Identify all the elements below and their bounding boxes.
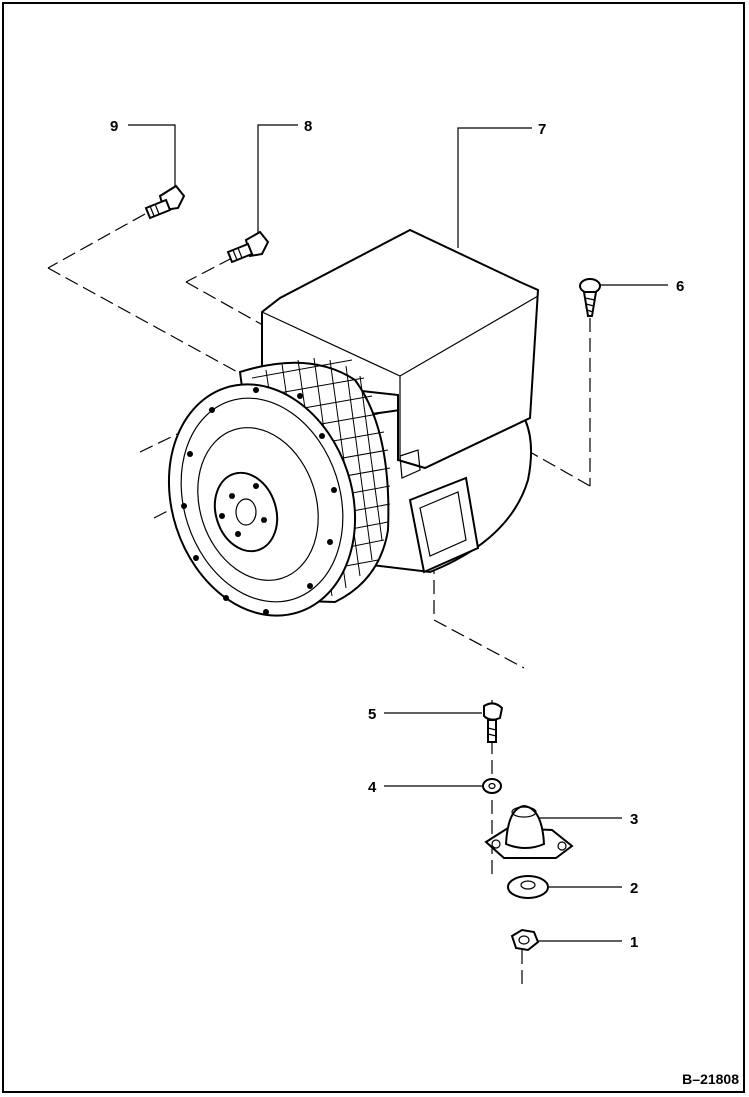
figure-reference-number: B–21808 [682, 1071, 739, 1087]
callout-1: 1 [630, 934, 638, 951]
bolt-5 [483, 702, 504, 743]
callout-7: 7 [538, 121, 546, 138]
callout-labels: 9 8 7 6 5 4 3 2 1 [110, 118, 684, 951]
callout-4: 4 [368, 779, 377, 796]
isolator-mount-3 [484, 804, 574, 859]
leader-lines [128, 124, 668, 942]
screw-6 [579, 278, 601, 317]
callout-3: 3 [630, 811, 638, 828]
callout-8: 8 [304, 118, 312, 135]
callout-6: 6 [676, 278, 684, 295]
callout-2: 2 [630, 880, 638, 897]
generator-assembly [167, 228, 540, 617]
washer-4 [482, 778, 502, 794]
nut-1 [510, 928, 540, 952]
washer-2 [507, 875, 549, 899]
bolt-9 [144, 184, 186, 220]
callout-9: 9 [110, 118, 118, 135]
callout-5: 5 [368, 706, 376, 723]
bolt-8 [226, 230, 270, 264]
